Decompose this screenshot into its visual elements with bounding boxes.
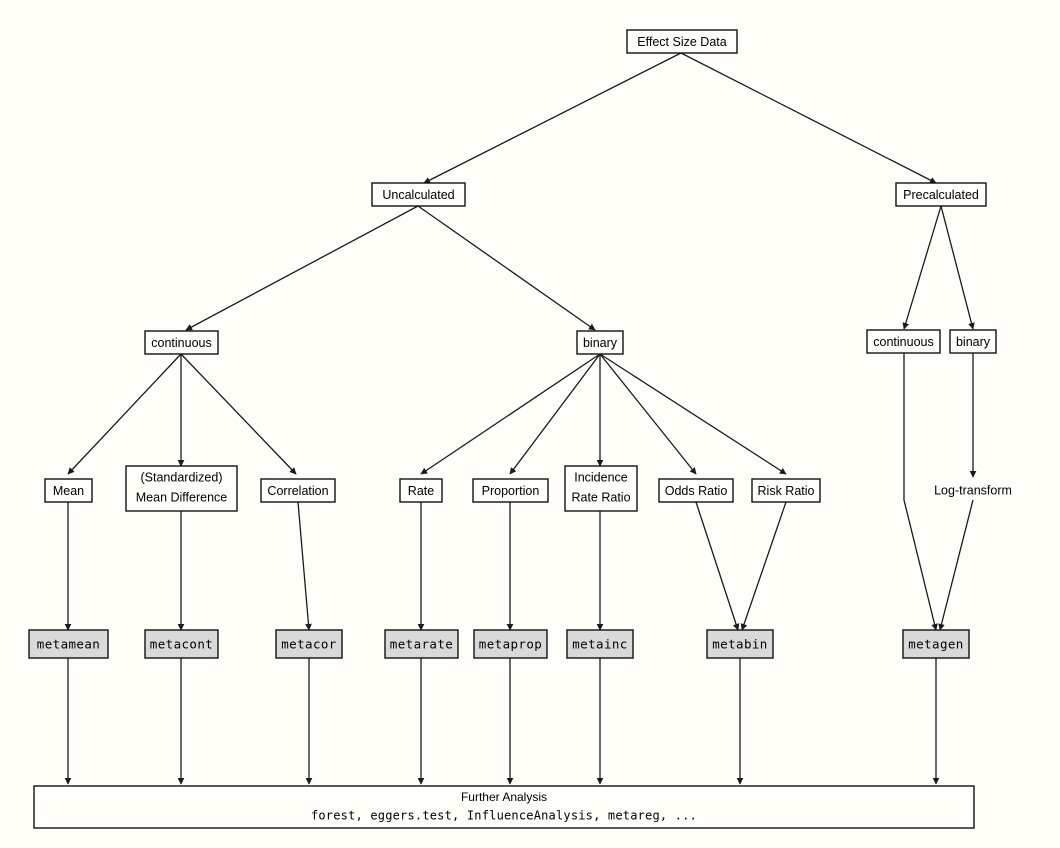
edge-uncalculated-to-binary	[417, 205, 596, 331]
node-uncalculated-binary-label: binary	[583, 336, 618, 350]
edge-binary-to-rate	[420, 353, 601, 475]
node-precalculated-continuous-label: continuous	[873, 335, 933, 349]
node-proportion[interactable]: Proportion	[472, 478, 549, 503]
node-rate[interactable]: Rate	[399, 478, 443, 503]
node-function-metacor-label: metacor	[281, 637, 337, 652]
edge-odds-ratio-to-metabin	[695, 501, 740, 631]
edge-root-to-uncalculated	[423, 52, 682, 184]
node-precalculated-binary[interactable]: binary	[949, 329, 997, 354]
node-log-transform-label: Log-transform	[934, 483, 1012, 497]
edge-log-transform-to-metagen	[938, 499, 974, 631]
node-uncalculated-continuous[interactable]: continuous	[144, 330, 219, 355]
node-function-metamean[interactable]: metamean	[28, 629, 109, 659]
node-precalculated-binary-label: binary	[956, 335, 991, 349]
node-odds-ratio[interactable]: Odds Ratio	[658, 478, 734, 503]
further-analysis-title: Further Analysis	[461, 790, 547, 804]
node-standardized-mean-difference-label-line1: (Standardized)	[141, 470, 223, 484]
node-effect-size-data[interactable]: Effect Size Data	[626, 29, 738, 54]
node-function-metamean-label: metamean	[37, 637, 100, 652]
node-precalculated-continuous[interactable]: continuous	[866, 329, 941, 354]
node-incidence-rate-ratio[interactable]: Incidence Rate Ratio	[564, 465, 638, 512]
edge-precalculated-to-binary	[940, 205, 975, 330]
node-function-metacor[interactable]: metacor	[275, 629, 343, 659]
node-function-metainc-label: metainc	[572, 637, 627, 652]
node-function-metainc[interactable]: metainc	[566, 629, 634, 659]
edge-risk-ratio-to-metabin	[740, 501, 787, 631]
edge-uncalculated-to-continuous	[185, 205, 419, 331]
node-incidence-rate-ratio-label-line2: Rate Ratio	[571, 490, 630, 504]
edge-binary-to-odds-ratio	[599, 353, 697, 475]
node-mean-label: Mean	[53, 484, 84, 498]
node-odds-ratio-label: Odds Ratio	[665, 484, 728, 498]
edge-binary-to-risk-ratio	[599, 353, 787, 475]
edge-binary-to-proportion	[509, 353, 601, 475]
node-standardized-mean-difference-label-line2: Mean Difference	[136, 490, 228, 504]
edge-continuous-to-correlation	[180, 353, 297, 475]
node-precalculated-label: Precalculated	[903, 188, 979, 202]
edge-root-to-precalculated	[680, 52, 937, 184]
node-function-metarate[interactable]: metarate	[384, 629, 459, 659]
node-standardized-mean-difference[interactable]: (Standardized) Mean Difference	[125, 465, 238, 512]
node-function-metabin-label: metabin	[712, 637, 767, 652]
node-function-metacont[interactable]: metacont	[144, 629, 219, 659]
node-precalculated[interactable]: Precalculated	[895, 182, 987, 207]
node-function-metagen-label: metagen	[908, 637, 963, 652]
node-correlation[interactable]: Correlation	[260, 478, 336, 503]
node-function-metaprop-label: metaprop	[479, 637, 542, 652]
edge-continuous-to-mean	[67, 353, 182, 475]
node-function-metarate-label: metarate	[390, 637, 453, 652]
node-incidence-rate-ratio-label-line1: Incidence	[574, 470, 628, 484]
node-further-analysis[interactable]: Further Analysis forest, eggers.test, In…	[33, 785, 975, 829]
edge-precalc-continuous-to-metagen	[903, 353, 938, 631]
edge-group	[64, 52, 977, 785]
edge-precalculated-to-continuous	[902, 205, 942, 330]
node-uncalculated-label: Uncalculated	[382, 188, 454, 202]
node-risk-ratio-label: Risk Ratio	[758, 484, 815, 498]
node-log-transform: Log-transform	[934, 483, 1012, 497]
node-uncalculated[interactable]: Uncalculated	[371, 182, 466, 207]
node-rate-label: Rate	[408, 484, 434, 498]
node-effect-size-data-label: Effect Size Data	[637, 35, 726, 49]
node-uncalculated-binary[interactable]: binary	[576, 330, 624, 355]
node-risk-ratio[interactable]: Risk Ratio	[751, 478, 821, 503]
node-proportion-label: Proportion	[482, 484, 540, 498]
node-function-metagen[interactable]: metagen	[902, 629, 970, 659]
node-function-metabin[interactable]: metabin	[706, 629, 774, 659]
node-correlation-label: Correlation	[267, 484, 328, 498]
node-mean[interactable]: Mean	[44, 478, 93, 503]
node-uncalculated-continuous-label: continuous	[151, 336, 211, 350]
further-analysis-functions: forest, eggers.test, InfluenceAnalysis, …	[311, 809, 697, 823]
node-function-metacont-label: metacont	[150, 637, 213, 652]
node-function-metaprop[interactable]: metaprop	[473, 629, 548, 659]
edge-correlation-to-metacor	[297, 501, 312, 631]
